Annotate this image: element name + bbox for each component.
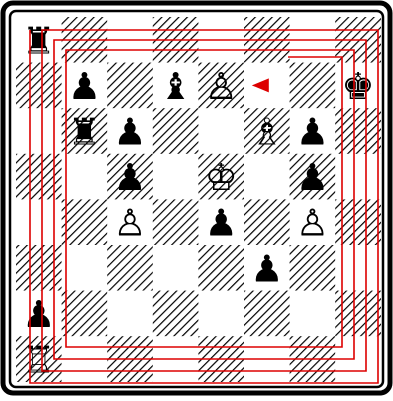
- square-a4[interactable]: [16, 199, 62, 245]
- square-f2[interactable]: [244, 291, 290, 337]
- square-a7[interactable]: [16, 63, 62, 109]
- square-d4[interactable]: [153, 199, 199, 245]
- black-bishop-d7[interactable]: ♝: [159, 65, 192, 108]
- black-rook-b6[interactable]: ♜: [68, 111, 101, 154]
- square-f4[interactable]: [244, 199, 290, 245]
- white-pawn-c4[interactable]: ♙: [113, 202, 146, 245]
- square-a5[interactable]: [16, 154, 62, 200]
- square-e3[interactable]: [198, 245, 244, 291]
- white-rook-a1[interactable]: ♖: [22, 339, 55, 382]
- square-g2[interactable]: [290, 291, 336, 337]
- square-g3[interactable]: [290, 245, 336, 291]
- square-c3[interactable]: [107, 245, 153, 291]
- white-king-e5[interactable]: ♔: [205, 156, 238, 199]
- square-b4[interactable]: [62, 199, 108, 245]
- white-pawn-g4[interactable]: ♙: [296, 202, 329, 245]
- black-pawn-c6[interactable]: ♟: [113, 111, 146, 154]
- black-pawn-g5[interactable]: ♟: [296, 156, 329, 199]
- square-b3[interactable]: [62, 245, 108, 291]
- square-b2[interactable]: [62, 291, 108, 337]
- black-rook-a8[interactable]: ♜: [22, 19, 55, 62]
- black-pawn-a2[interactable]: ♟: [22, 293, 55, 336]
- square-a6[interactable]: [16, 108, 62, 154]
- black-pawn-f3[interactable]: ♟: [250, 247, 283, 290]
- black-pawn-c5[interactable]: ♟: [113, 156, 146, 199]
- square-c7[interactable]: [107, 63, 153, 109]
- square-e2[interactable]: [198, 291, 244, 337]
- black-pawn-e4[interactable]: ♟: [205, 202, 238, 245]
- white-pawn-e7[interactable]: ♙: [205, 65, 238, 108]
- square-d2[interactable]: [153, 291, 199, 337]
- square-c2[interactable]: [107, 291, 153, 337]
- square-g7[interactable]: [290, 63, 336, 109]
- square-e6[interactable]: [198, 108, 244, 154]
- square-a3[interactable]: [16, 245, 62, 291]
- black-pawn-g6[interactable]: ♟: [296, 111, 329, 154]
- square-f5[interactable]: [244, 154, 290, 200]
- square-d3[interactable]: [153, 245, 199, 291]
- square-d5[interactable]: [153, 154, 199, 200]
- square-b5[interactable]: [62, 154, 108, 200]
- black-pawn-b7[interactable]: ♟: [68, 65, 101, 108]
- square-d6[interactable]: [153, 108, 199, 154]
- white-bishop-f6[interactable]: ♗: [250, 111, 283, 154]
- black-king-h7[interactable]: ♚: [341, 65, 374, 108]
